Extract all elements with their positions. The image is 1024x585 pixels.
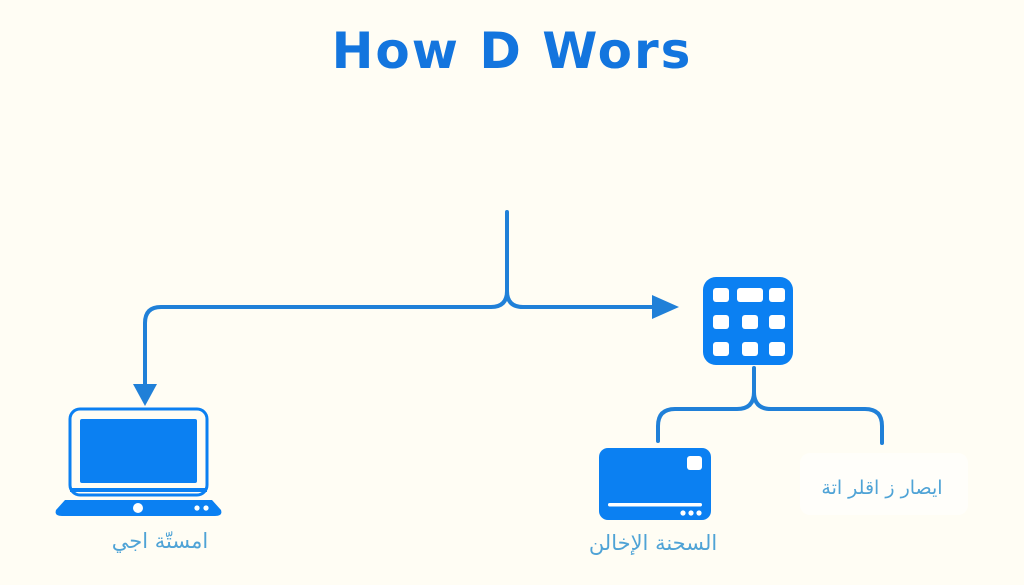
card-chip [687,456,702,470]
laptop-base-dot [203,505,209,511]
laptop-hinge-line [70,488,207,492]
client-label: امستّة اجي [111,529,209,553]
server-cell [713,342,729,356]
card-dot [696,510,702,516]
record-label: السحنة الإخالن [588,531,718,555]
card-dot [680,510,686,516]
server-cell [769,288,785,302]
laptop-screen [80,419,197,483]
page-title: How D Wors [331,22,693,80]
laptop-base-dot [194,505,200,511]
server-grid-icon [703,277,793,365]
laptop-touch-button [133,503,143,513]
card-body [599,448,711,520]
connector-right-branch [505,289,656,309]
card-dot [688,510,694,516]
note-label: ايصار ز اقلر اتة [821,477,943,499]
server-cell [769,342,785,356]
connector-server-to-note [752,390,884,445]
connector-server-to-card [656,366,756,443]
server-cell [713,288,729,302]
server-cell-wide [737,288,763,302]
arrow-right-icon [652,295,679,319]
connector-lines [133,210,884,445]
arrow-down-icon [133,384,157,406]
laptop-icon [55,407,222,516]
server-cell [742,342,758,356]
card-icon [599,448,711,520]
note-panel [800,453,968,515]
connector-left-branch [143,210,509,388]
card-stripe-line [608,503,702,507]
server-cell [713,315,729,329]
server-cell [769,315,785,329]
server-cell [742,315,758,329]
